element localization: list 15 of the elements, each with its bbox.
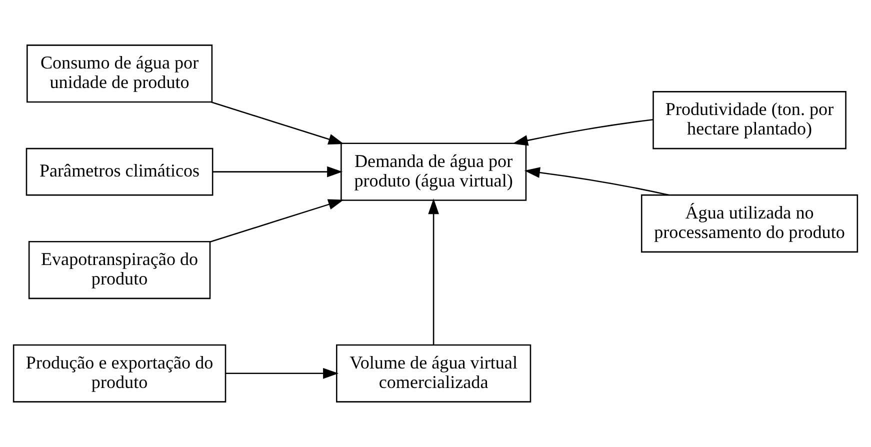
node-box: Parâmetros climáticos bbox=[26, 148, 214, 196]
arrow bbox=[211, 102, 344, 144]
node-box: Produção e exportação do produto bbox=[12, 344, 226, 402]
arrow bbox=[212, 166, 343, 178]
arrow bbox=[226, 368, 339, 379]
arrow bbox=[428, 198, 439, 345]
node-box: Consumo de água por unidade de produto bbox=[26, 44, 213, 103]
arrow bbox=[524, 167, 669, 196]
node-box: Volume de água virtual comercializada bbox=[336, 344, 532, 402]
node-box: Produtividade (ton. por hectare plantado) bbox=[652, 91, 846, 150]
node-box: Demanda de água por produto (água virtual) bbox=[340, 142, 527, 201]
node-box: Água utilizada no processamento do produto bbox=[640, 194, 858, 253]
arrow bbox=[210, 199, 344, 242]
arrow bbox=[512, 118, 654, 146]
node-box: Evapotranspiração do produto bbox=[28, 240, 211, 300]
